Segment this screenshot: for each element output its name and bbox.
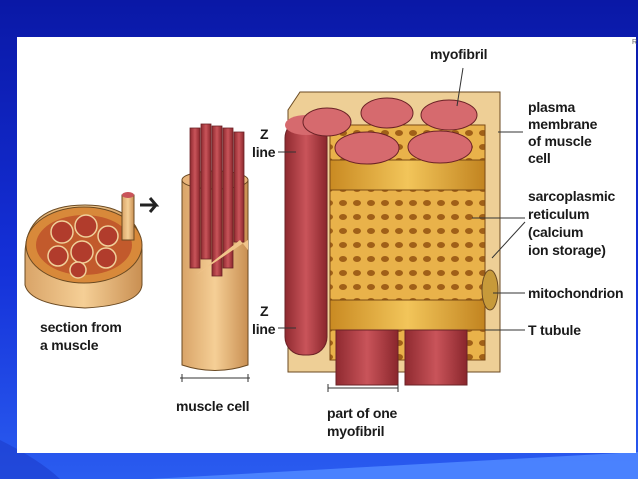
label-section-line-2: a muscle	[40, 337, 99, 353]
label-section-line-1: section from	[40, 319, 122, 335]
label-plasma-line-3: of muscle	[528, 133, 592, 149]
label-sarcoplasmic-line-2: reticulum	[528, 206, 590, 222]
muscle-section-illustration	[24, 192, 160, 309]
label-z-line-top-1: Z	[260, 126, 269, 142]
label-plasma-line-1: plasma	[528, 99, 576, 115]
label-mitochondrion: mitochondrion	[528, 285, 624, 301]
label-sarcoplasmic-line-3: (calcium	[528, 224, 584, 240]
label-myofibril: myofibril	[430, 46, 488, 62]
label-z-line-bottom-1: Z	[260, 303, 269, 319]
corner-mark: R	[632, 39, 638, 46]
label-part-of-myofibril-line-1: part of one	[327, 405, 398, 421]
label-t-tubule: T tubule	[528, 322, 581, 338]
label-muscle-cell: muscle cell	[176, 398, 250, 414]
myofibril-block-illustration	[284, 91, 501, 392]
label-sarcoplasmic-line-1: sarcoplasmic	[528, 188, 616, 204]
label-sarcoplasmic-line-4: ion storage)	[528, 242, 606, 258]
muscle-cell-illustration	[180, 123, 250, 382]
label-plasma-line-2: membrane	[528, 116, 598, 132]
label-plasma-line-4: cell	[528, 150, 551, 166]
label-part-of-myofibril-line-2: myofibril	[327, 423, 385, 439]
label-z-line-bottom-2: line	[252, 321, 276, 337]
label-z-line-top-2: line	[252, 144, 276, 160]
leader-lines	[278, 67, 526, 331]
